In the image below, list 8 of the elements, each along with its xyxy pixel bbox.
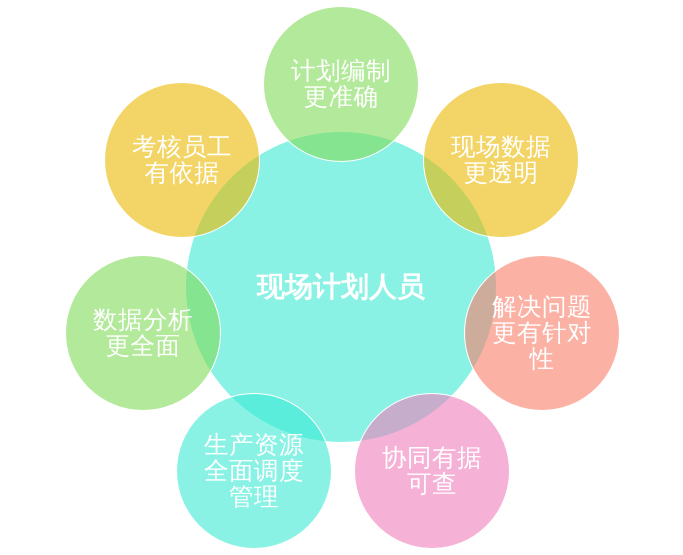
- topic-label: 生产资源全面调度管理: [203, 432, 305, 510]
- topic-label: 考核员工有依据: [131, 134, 233, 186]
- topic-label: 现场数据更透明: [450, 134, 552, 186]
- topic-label: 协同有据可查: [381, 445, 483, 497]
- hub-label: 现场计划人员: [257, 270, 425, 304]
- topic-label: 数据分析更全面: [92, 307, 194, 359]
- topic-label: 解决问题更有针对性: [491, 294, 593, 372]
- topic-label: 计划编制更准确: [290, 58, 392, 110]
